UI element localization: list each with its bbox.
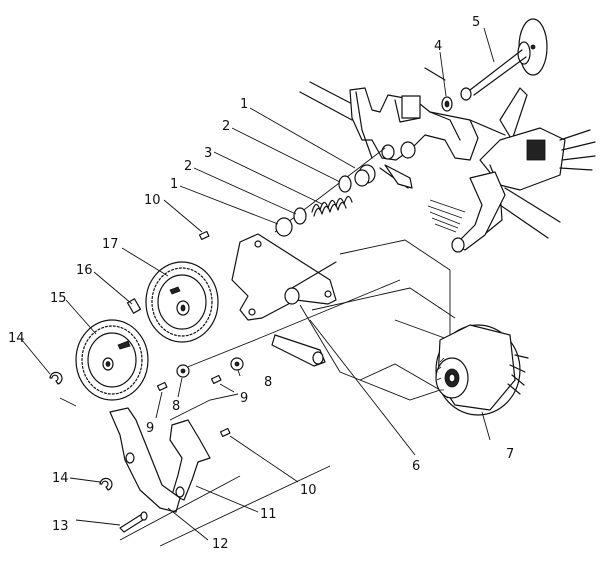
part-13-pin: [119, 511, 148, 533]
label-part-10-upper: 10: [144, 193, 161, 208]
part-4-washer: [441, 96, 453, 112]
part-10-screw-lower: [219, 427, 231, 438]
part-7-motor: [435, 324, 529, 416]
part-15-gear: [75, 319, 149, 401]
part-5-shaft-flange: [460, 18, 548, 101]
part-9-screw-right: [210, 374, 222, 385]
label-part-1-upper: 1: [240, 97, 248, 112]
part-16-pin: [126, 298, 142, 314]
label-part-10-lower: 10: [300, 483, 317, 498]
assembly-guide-lines: [169, 239, 456, 421]
mounting-plate: [231, 233, 337, 321]
label-part-1-lower: 1: [170, 177, 178, 192]
label-part-13: 13: [52, 519, 69, 534]
part-labels: 1 2 3 2 1 10 4 5 17 16 15 14 8 8 9 9 6 7…: [8, 15, 514, 552]
label-part-15: 15: [50, 291, 67, 306]
part-11-bracket: [169, 419, 211, 501]
label-part-4: 4: [434, 39, 442, 54]
label-part-7: 7: [506, 447, 514, 462]
shaft-bushings: [274, 147, 386, 237]
part-10-screw-upper: [198, 230, 210, 241]
label-part-2-lower: 2: [184, 159, 192, 174]
part-9-screw-left: [156, 381, 168, 392]
label-part-6: 6: [412, 459, 420, 474]
label-part-8-left: 8: [172, 399, 180, 414]
label-part-14-upper: 14: [8, 331, 25, 346]
label-part-3: 3: [204, 146, 212, 161]
wire-bundle: [427, 199, 466, 233]
part-6-lever: [271, 319, 416, 456]
label-part-12: 12: [212, 537, 229, 552]
label-part-17: 17: [102, 237, 119, 252]
part-12-lever-plate: [109, 407, 331, 547]
label-part-9-left: 9: [146, 421, 154, 436]
label-leaders: [21, 27, 495, 541]
label-part-14-lower: 14: [52, 471, 69, 486]
label-part-8-right: 8: [264, 375, 272, 390]
part-8-washer-left: [176, 364, 190, 378]
part-8-washer-right: [230, 357, 244, 371]
part-17-gear: [145, 261, 219, 343]
right-connector-assembly: [451, 87, 596, 253]
label-part-5: 5: [472, 15, 480, 30]
label-part-11: 11: [260, 507, 277, 522]
label-part-16: 16: [76, 263, 93, 278]
chassis-frame-lines: [299, 67, 561, 239]
part-14-eclip-upper: [49, 371, 77, 407]
part-14-eclip-lower: [99, 477, 113, 491]
upper-bracket-assembly: [349, 87, 479, 189]
label-part-2-upper: 2: [222, 119, 230, 134]
label-part-9-right: 9: [240, 391, 248, 406]
